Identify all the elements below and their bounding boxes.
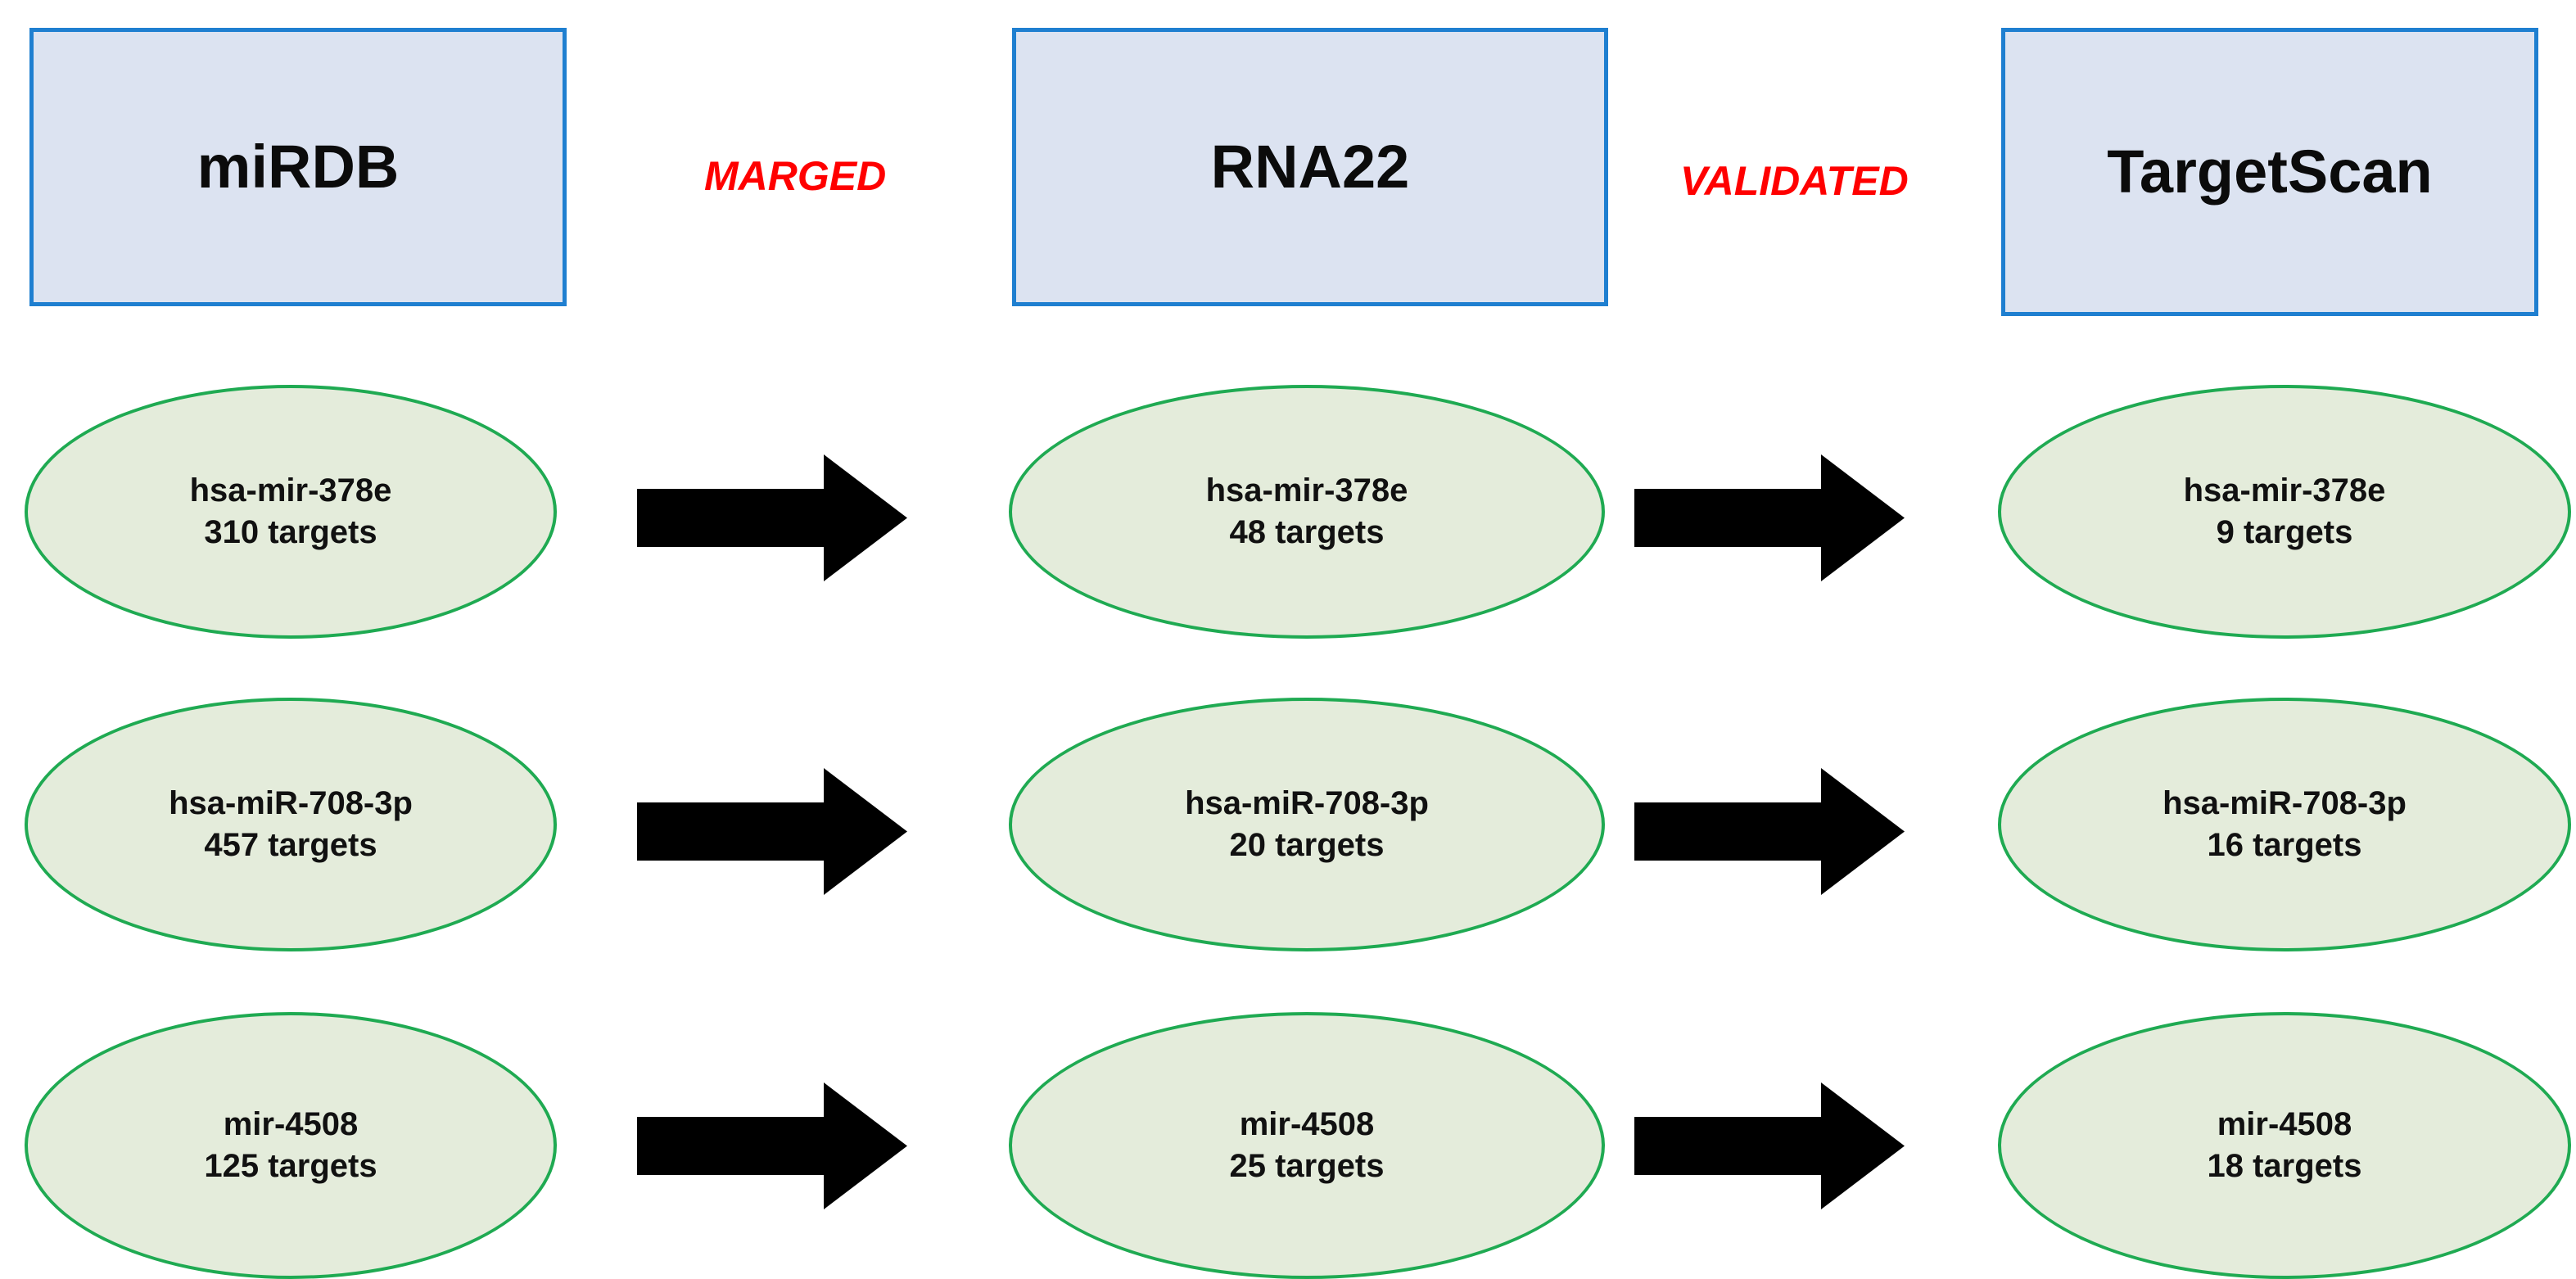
ellipse-rna22-row1: hsa-mir-378e 48 targets bbox=[1009, 385, 1605, 639]
right-arrow-icon bbox=[1634, 768, 1905, 895]
right-arrow-icon bbox=[1634, 1082, 1905, 1209]
mirna-count: 20 targets bbox=[1229, 827, 1385, 863]
header-box-targetscan: TargetScan bbox=[2001, 28, 2538, 316]
ellipse-targetscan-row2: hsa-miR-708-3p 16 targets bbox=[1998, 698, 2571, 951]
mirna-name: hsa-mir-378e bbox=[189, 472, 392, 508]
mirna-count: 25 targets bbox=[1229, 1148, 1385, 1184]
ellipse-rna22-row2: hsa-miR-708-3p 20 targets bbox=[1009, 698, 1605, 951]
header-box-rna22: RNA22 bbox=[1012, 28, 1608, 306]
ellipse-targetscan-row1: hsa-mir-378e 9 targets bbox=[1998, 385, 2571, 639]
right-arrow-icon bbox=[637, 454, 907, 581]
mirna-count: 310 targets bbox=[204, 514, 377, 550]
ellipse-rna22-row3: mir-4508 25 targets bbox=[1009, 1012, 1605, 1279]
right-arrow-icon bbox=[1634, 454, 1905, 581]
mirna-count: 48 targets bbox=[1229, 514, 1385, 550]
mirna-count: 18 targets bbox=[2207, 1148, 2362, 1184]
header-box-mirdb: miRDB bbox=[29, 28, 567, 306]
header-label-rna22: RNA22 bbox=[1210, 133, 1410, 201]
right-arrow-icon bbox=[637, 1082, 907, 1209]
mirna-name: mir-4508 bbox=[223, 1105, 359, 1142]
ellipse-mirdb-row2: hsa-miR-708-3p 457 targets bbox=[25, 698, 557, 951]
mirna-name: mir-4508 bbox=[2217, 1105, 2352, 1142]
right-arrow-icon bbox=[637, 768, 907, 895]
mirna-name: hsa-mir-378e bbox=[2183, 472, 2386, 508]
mirna-name: hsa-mir-378e bbox=[1205, 472, 1408, 508]
mirna-name: mir-4508 bbox=[1239, 1105, 1375, 1142]
mirna-count: 9 targets bbox=[2216, 514, 2353, 550]
header-label-mirdb: miRDB bbox=[197, 133, 400, 201]
ellipse-mirdb-row3: mir-4508 125 targets bbox=[25, 1012, 557, 1279]
mirna-count: 16 targets bbox=[2207, 827, 2362, 863]
mirna-name: hsa-miR-708-3p bbox=[2162, 784, 2407, 821]
mirna-name: hsa-miR-708-3p bbox=[1185, 784, 1429, 821]
mirna-name: hsa-miR-708-3p bbox=[169, 784, 413, 821]
mirna-count: 457 targets bbox=[204, 827, 377, 863]
ellipse-targetscan-row3: mir-4508 18 targets bbox=[1998, 1012, 2571, 1279]
ellipse-mirdb-row1: hsa-mir-378e 310 targets bbox=[25, 385, 557, 639]
stage-label-validated: VALIDATED bbox=[1680, 158, 1909, 204]
stage-label-marged: MARGED bbox=[704, 153, 887, 199]
header-label-targetscan: TargetScan bbox=[2107, 138, 2433, 206]
mirna-count: 125 targets bbox=[204, 1148, 377, 1184]
